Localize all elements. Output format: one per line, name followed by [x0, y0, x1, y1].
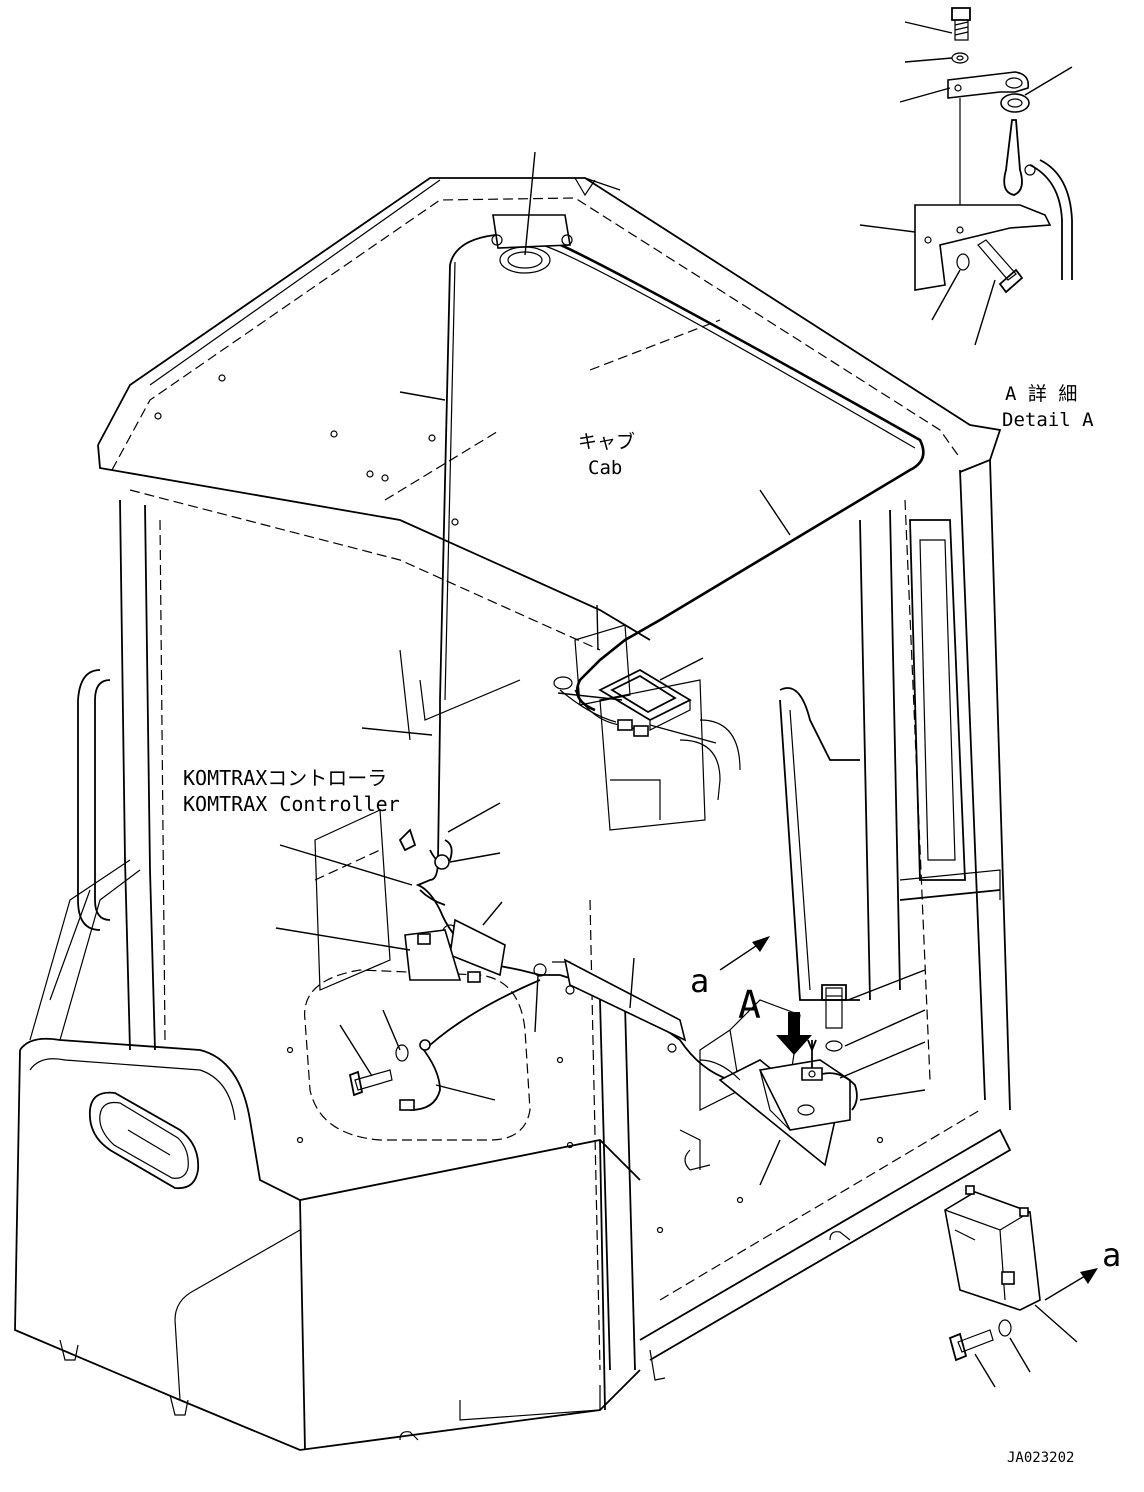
komtrax-controller-unit [944, 1185, 1041, 1362]
view-label-A: A [738, 983, 761, 1027]
cab-label-en: Cab [588, 457, 622, 479]
controller-harness [314, 809, 731, 1111]
dash-components [553, 624, 692, 737]
cab-label-jp: キャブ [578, 430, 635, 453]
controller-label-jp: KOMTRAXコントローラ [183, 766, 387, 790]
antenna-cable [437, 214, 925, 861]
detail-label-en: Detail A [1002, 409, 1094, 431]
cab-lower-body [14, 859, 884, 1451]
cab-roof [97, 177, 1002, 651]
view-label-a-right: a [1102, 1236, 1121, 1274]
detail-label-jp: A 詳 細 [1005, 383, 1077, 405]
view-arrow-a-right [1044, 1268, 1098, 1301]
controller-label-en: KOMTRAX Controller [183, 792, 400, 816]
bracket-assembly [679, 984, 858, 1171]
view-arrow-a [776, 1012, 812, 1055]
view-label-a: a [690, 962, 709, 1000]
leader-lines [275, 21, 1078, 1388]
cab-frame [77, 459, 1012, 1371]
view-arrow-a-lower [719, 936, 770, 971]
detail-a [914, 7, 1073, 294]
drawing-number: JA023202 [1007, 1450, 1074, 1466]
